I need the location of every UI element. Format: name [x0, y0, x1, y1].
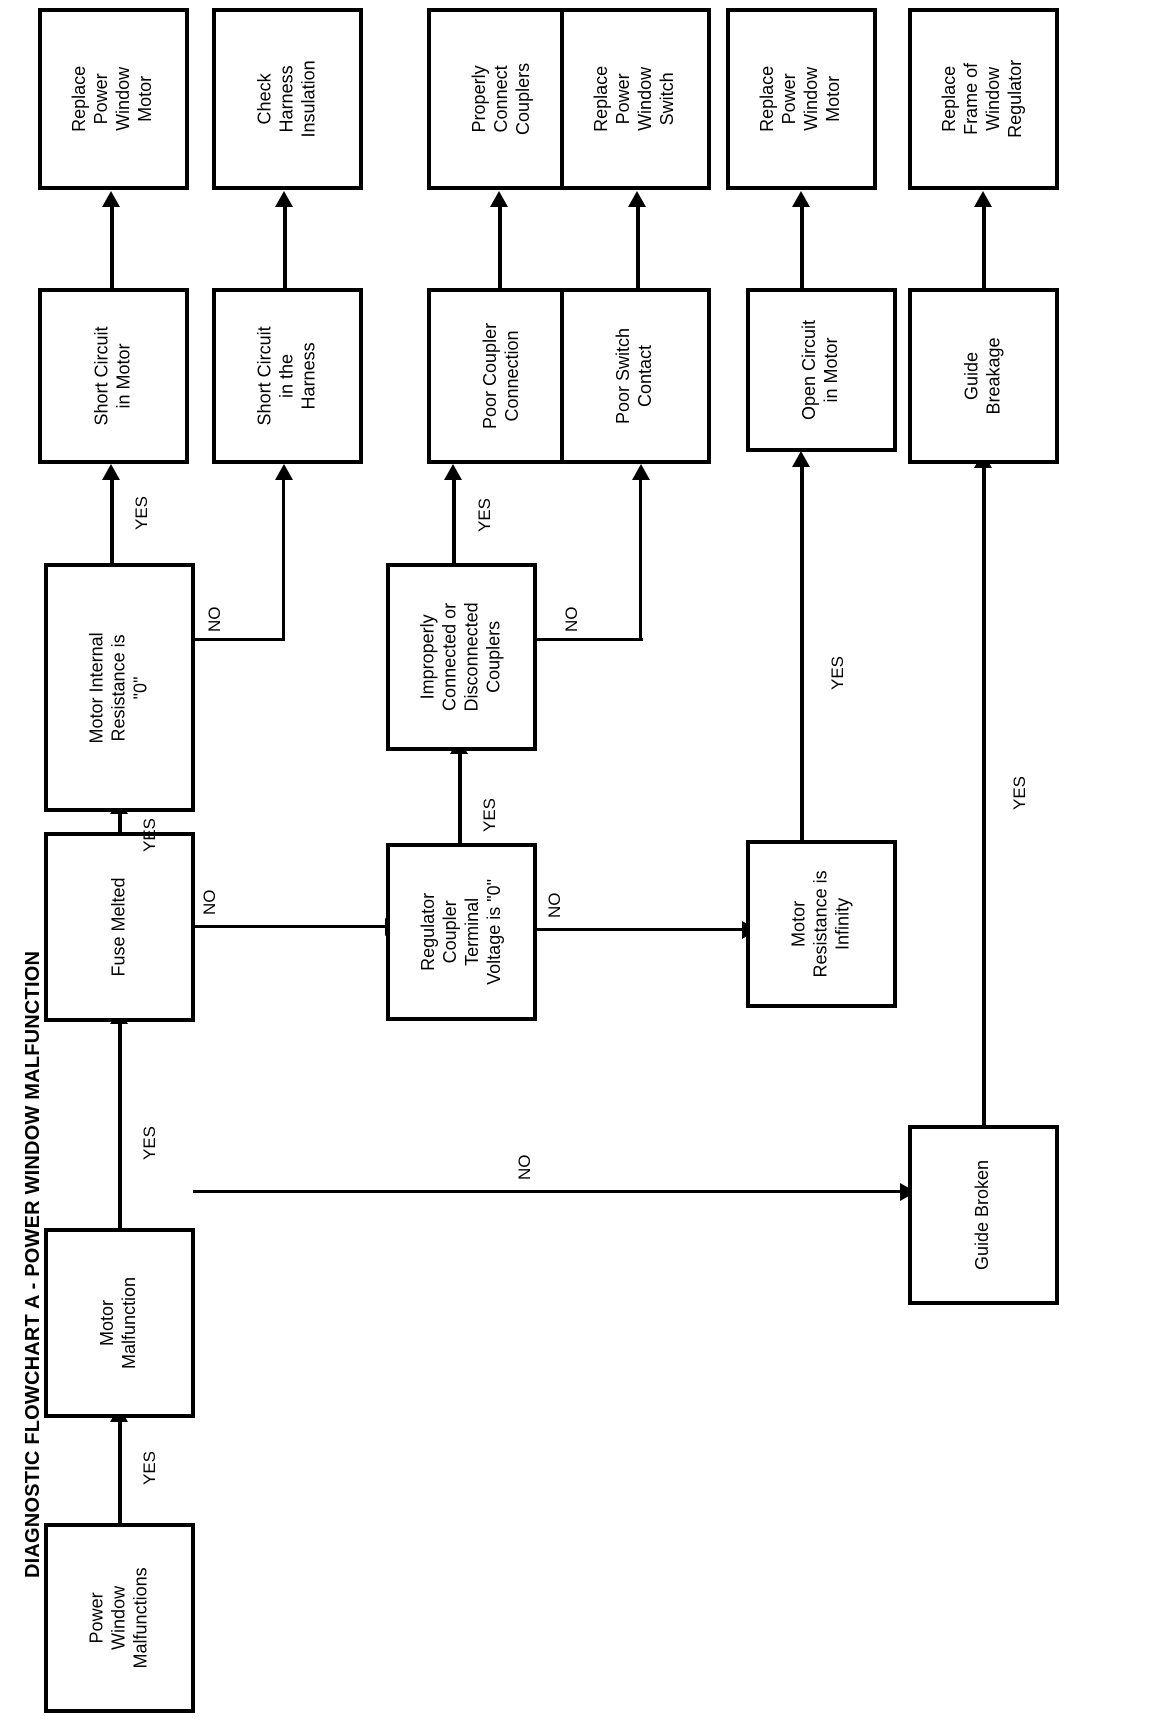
- edge-label-yes: YES: [140, 1450, 159, 1485]
- edge-gbreak-rfwr-arrowhead: [974, 191, 992, 207]
- edge-psc-rpws-line: [636, 205, 640, 290]
- edge-label-no: NO: [545, 892, 564, 919]
- edge-label-yes: YES: [132, 495, 151, 530]
- node-label: Guide Broken: [972, 1159, 993, 1271]
- edge-label-yes: YES: [475, 497, 494, 532]
- edge-label-no: NO: [515, 1154, 534, 1181]
- edge-psc-rpws-arrowhead: [628, 191, 646, 207]
- page-title: DIAGNOSTIC FLOWCHART A - POWER WINDOW MA…: [22, 950, 44, 1578]
- edge-label-no: NO: [205, 606, 224, 633]
- edge-pcc-pconn-arrowhead: [490, 191, 508, 207]
- edge-ocm-rpwm2-line: [800, 205, 804, 290]
- edge-ocm-rpwm2-arrowhead: [792, 191, 810, 207]
- edge-mm-guide-line: [193, 1190, 908, 1193]
- edge-mir-scih-vline: [282, 478, 285, 640]
- edge-label-yes: YES: [140, 1125, 159, 1160]
- edge-mri-ocm-line: [800, 465, 804, 843]
- edge-label-no: NO: [562, 606, 581, 633]
- edge-mir-scm-line: [110, 478, 114, 566]
- edge-label-yes: YES: [828, 655, 847, 690]
- edge-icc-psc-arrowhead: [632, 464, 650, 480]
- edge-icc-psc-hline: [535, 638, 643, 641]
- node-fuse-melted[interactable]: Fuse Melted: [44, 832, 195, 1022]
- edge-mm-fuse-line: [118, 1022, 122, 1230]
- node-label: Fuse Melted: [108, 877, 129, 977]
- edge-icc-pcc-arrowhead: [444, 464, 462, 480]
- edge-label-yes: YES: [480, 797, 499, 832]
- edge-gb-gbreak-line: [982, 468, 986, 1128]
- edge-scih-chi-arrowhead: [275, 191, 293, 207]
- edge-icc-psc-vline: [639, 478, 642, 640]
- edge-fuse-rctv-line: [193, 925, 393, 928]
- edge-scm-rpwm-line: [110, 205, 114, 290]
- edge-rctv-mri-line: [535, 928, 750, 931]
- edge-scm-rpwm-arrowhead: [102, 191, 120, 207]
- edge-label-no: NO: [200, 889, 219, 916]
- edge-fuse-mir-line: [118, 812, 122, 834]
- edge-icc-pcc-line: [452, 478, 456, 565]
- edge-pwm-mm-line: [118, 1420, 122, 1525]
- node-guide-broken[interactable]: Guide Broken: [908, 1125, 1059, 1305]
- edge-gbreak-rfwr-line: [982, 205, 986, 290]
- edge-pcc-pconn-line: [498, 205, 502, 290]
- edge-label-yes: YES: [140, 817, 159, 852]
- edge-label-yes: YES: [1010, 775, 1029, 810]
- edge-mri-ocm-arrowhead: [792, 451, 810, 467]
- edge-mir-scih-hline: [193, 638, 285, 641]
- edge-mir-scih-arrowhead: [275, 464, 293, 480]
- edge-rctv-icc-line: [458, 752, 462, 845]
- edge-scih-chi-line: [283, 205, 287, 290]
- edge-mir-scm-arrowhead: [102, 464, 120, 480]
